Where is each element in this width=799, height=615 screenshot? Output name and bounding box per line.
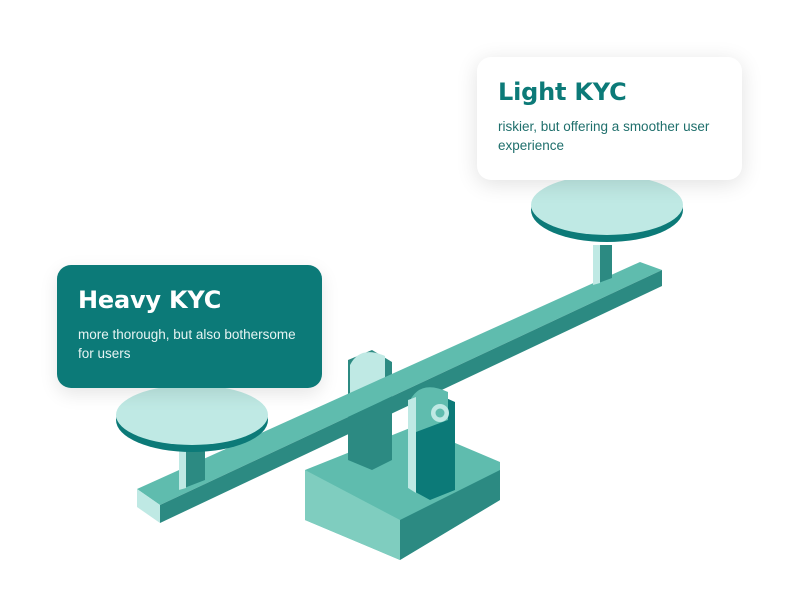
front-support [408, 387, 455, 500]
light-kyc-title: Light KYC [498, 78, 627, 106]
light-kyc-description: riskier, but offering a smoother user ex… [498, 119, 710, 153]
left-pan [116, 385, 268, 490]
seesaw-base [305, 426, 500, 560]
heavy-kyc-card: Heavy KYC more thorough, but also bother… [57, 265, 322, 388]
heavy-kyc-title: Heavy KYC [78, 286, 222, 314]
light-kyc-card: Light KYC riskier, but offering a smooth… [477, 57, 742, 180]
seesaw-beam [137, 262, 662, 523]
heavy-kyc-description: more thorough, but also bothersome for u… [78, 327, 296, 361]
right-pan [531, 175, 683, 285]
